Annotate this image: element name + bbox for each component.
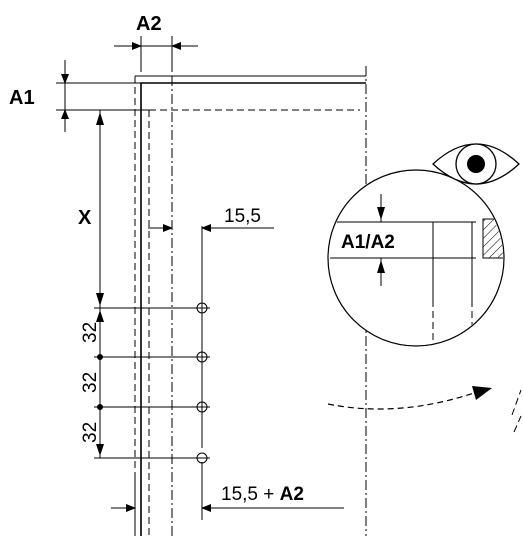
dim-32-chain: 32 32 32 (80, 308, 104, 458)
dim-15-5: 15,5 (148, 206, 274, 448)
panel-outline (128, 66, 367, 536)
pitch-label-2: 32 (80, 372, 101, 393)
dim-x: X (78, 110, 104, 308)
eye-icon (432, 143, 520, 185)
dim-15-5-plus-a2: 15,5 + A2 (111, 462, 344, 536)
hatched-edge (482, 218, 503, 259)
pitch-label-1: 32 (80, 322, 101, 343)
dim-a2-top: A2 (114, 13, 198, 72)
hole-2 (196, 351, 208, 363)
bottom-dim-label: 15,5 + A2 (221, 484, 304, 505)
edge-marks (511, 389, 522, 433)
detail-a1a2-label: A1/A2 (341, 232, 395, 253)
a2-top-label: A2 (136, 13, 162, 35)
x-label: X (78, 207, 92, 229)
dim-15-5-label: 15,5 (224, 206, 261, 227)
bottom-dim-prefix: 15,5 + (221, 484, 280, 505)
dim-a1: A1 (9, 60, 149, 132)
pitch-label-3: 32 (80, 422, 101, 443)
hole-rows (94, 302, 210, 464)
a1-label: A1 (9, 87, 35, 109)
hole-1 (196, 302, 208, 314)
detail-view: A1/A2 (327, 169, 505, 347)
curved-arrow-icon (327, 386, 492, 410)
hole-3 (196, 401, 208, 413)
bottom-dim-bold: A2 (280, 484, 304, 505)
